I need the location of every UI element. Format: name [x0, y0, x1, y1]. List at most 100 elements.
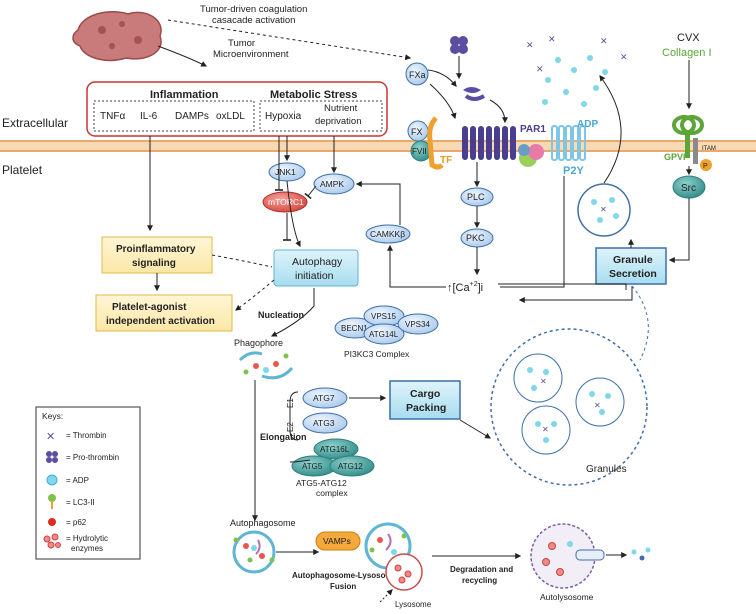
phagophore-label: Phagophore	[234, 338, 283, 348]
svg-text:✕: ✕	[526, 40, 534, 50]
granule-small-1: ✕	[513, 353, 563, 403]
fxa-to-par1	[429, 83, 457, 120]
autophagosome-icon	[232, 530, 276, 574]
tf-receptor	[427, 116, 444, 170]
atg5-12-line1: ATG5-ATG12	[296, 478, 347, 488]
cvx-label: CVX	[677, 32, 700, 44]
phagophore-icon	[238, 351, 294, 380]
key-thrombin: = Thrombin	[66, 431, 107, 440]
atg-complex-link	[289, 459, 311, 463]
calcium-to-camkkb	[387, 244, 446, 288]
fusion-line1: Autophagosome-Lysosome	[292, 571, 398, 580]
granule-small-2: ✕	[575, 377, 625, 427]
inflammation-box	[93, 100, 255, 132]
jnk1-to-autophagy	[286, 180, 301, 248]
pkc-label: PKC	[466, 233, 485, 243]
autophagy-line1: Autophagy	[292, 256, 343, 268]
key-lc3: = LC3-II	[66, 498, 95, 507]
ampk-label: AMPK	[320, 179, 344, 189]
ca-suffix: ]i	[478, 282, 484, 294]
ca-prefix: ↑[Ca	[447, 282, 471, 294]
calcium-to-granule-secretion	[498, 283, 627, 290]
extracellular-label: Extracellular	[2, 116, 68, 130]
tnfa-label: TNFα	[100, 111, 125, 122]
elongation-label: Elongation	[260, 432, 307, 442]
autophagy-to-agonist	[235, 279, 275, 311]
collagen-label: Collagen I	[662, 47, 712, 59]
atg12-node	[329, 455, 375, 477]
damps-label: DAMPs	[175, 111, 209, 122]
atg12-label: ATG12	[338, 462, 363, 471]
fusion-line2: Fusion	[330, 582, 356, 591]
key-thrombin-icon: ✕	[46, 431, 55, 443]
key-hydrolytic-icon	[43, 533, 61, 549]
vamps-label: VAMPs	[323, 536, 351, 546]
fxa-label: FXa	[409, 70, 426, 80]
key-prothrombin: = Pro-thrombin	[66, 453, 119, 462]
svg-text:✕: ✕	[536, 64, 544, 74]
metabolic-stress-title: Metabolic Stress	[270, 89, 357, 101]
par1-receptor	[462, 126, 544, 167]
ampk-inhibits-mtorc1	[304, 185, 317, 200]
proinflammatory-line1: Proinflammatory	[116, 244, 196, 255]
svg-text:✕: ✕	[620, 52, 628, 62]
p2y-label: P2Y	[563, 165, 584, 177]
nucleation-label: Nucleation	[258, 310, 304, 320]
granule-small-3: ✕	[521, 405, 571, 455]
gpvi-label: GPVI	[664, 152, 686, 162]
granule-secretion-line2: Secretion	[609, 268, 657, 280]
autophagy-to-phagophore	[270, 288, 315, 337]
pi3kc3-label: PI3KC3 Complex	[344, 349, 410, 359]
tumor-coag-line1: Tumor-driven coagulation	[200, 4, 307, 15]
autolysosome-label: Autolysosome	[540, 592, 594, 602]
cargo-packing-box	[389, 380, 461, 420]
nutrient-line1: Nutrient	[324, 103, 358, 114]
degradation-line2: recycling	[462, 576, 497, 585]
autophagosome-label: Autophagosome	[230, 518, 296, 528]
proinflammatory-dashed-link	[211, 254, 273, 268]
camkkb-node	[365, 224, 411, 244]
agonist-independent-box	[95, 294, 233, 332]
atg5-12-line2: complex	[316, 488, 348, 498]
key-p62: = p62	[66, 518, 87, 527]
recycled-particles	[631, 547, 651, 561]
fusion-icon	[364, 522, 423, 591]
degradation-line1: Degradation and	[450, 565, 513, 574]
mtorc1-label: mTORC1	[268, 197, 304, 207]
atg16l-label: ATG16L	[320, 445, 350, 454]
coag-dashed-arrow	[167, 19, 412, 61]
agonist-line1: Platelet-agonist	[112, 302, 187, 313]
svg-text:✕: ✕	[542, 425, 549, 434]
itam-label: ITAM	[702, 146, 716, 152]
secretion-to-pi3kc3	[518, 286, 633, 303]
vps34-node	[397, 313, 439, 335]
p-label: P	[703, 163, 708, 170]
keys-title: Keys:	[42, 411, 63, 421]
plc-label: PLC	[467, 192, 485, 202]
cargo-line2: Packing	[406, 402, 446, 414]
calcium-label: ↑[Ca+2]i	[447, 281, 483, 294]
atg14l-label: ATG14L	[369, 330, 399, 339]
ampk-node	[313, 173, 355, 195]
thrombin-to-par1	[489, 99, 508, 124]
vamps-node	[315, 531, 361, 551]
lysosome-pointer	[379, 589, 393, 603]
tumor-coag-line2: casacade activation	[212, 15, 295, 26]
becn1-label: BECN1	[341, 324, 368, 333]
stress-box	[86, 81, 388, 137]
proinflammatory-line2: signaling	[132, 258, 176, 269]
tumor-env-line1: Tumor	[228, 38, 255, 49]
mtorc1-node	[262, 191, 308, 213]
il6-label: IL-6	[140, 111, 158, 122]
platelet-membrane	[0, 140, 756, 152]
granules-label: Granules	[586, 464, 627, 475]
p2y-receptor	[551, 125, 586, 161]
key-hydrolytic-line2: enzymes	[71, 544, 103, 553]
atg7-node	[302, 387, 348, 409]
granule-release-arrow	[599, 75, 622, 184]
src-label: Src	[681, 183, 696, 194]
fxa-to-thrombin	[427, 69, 457, 87]
granule-link-dashed	[631, 285, 649, 361]
atg7-label: ATG7	[313, 393, 335, 403]
